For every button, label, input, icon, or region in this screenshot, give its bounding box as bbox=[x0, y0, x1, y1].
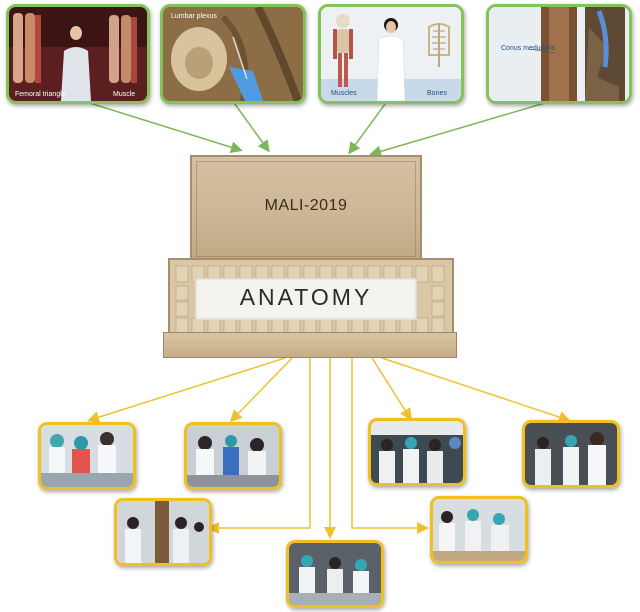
caption-muscles: Muscles bbox=[331, 90, 357, 97]
photo-students-lab-2 bbox=[184, 422, 282, 490]
arrow-thumb3-to-box bbox=[348, 99, 389, 155]
specimen-box-front bbox=[163, 332, 457, 358]
arrow-thumb2-to-box bbox=[231, 99, 270, 153]
anatomy-label-text: ANATOMY bbox=[239, 284, 373, 310]
photo-students-lab-4 bbox=[522, 420, 620, 488]
box-lid-title: MALI-2019 bbox=[264, 197, 348, 214]
arrow-box-to-photo1 bbox=[87, 357, 286, 423]
caption-bones: Bones bbox=[427, 90, 447, 97]
video-thumbnail-conus-medullaris: Conus medullaris bbox=[486, 4, 632, 104]
lab-scene bbox=[117, 501, 209, 563]
caption-lumbar-plexus: Lumbar plexus bbox=[171, 13, 217, 20]
video-thumbnail-lumbar-plexus: Lumbar plexus bbox=[160, 4, 306, 104]
caption-muscle: Muscle bbox=[113, 91, 136, 98]
lab-scene bbox=[41, 425, 133, 487]
dissection-scene bbox=[163, 7, 303, 101]
spinal-cord-scene bbox=[489, 7, 629, 101]
photo-students-lab-5 bbox=[114, 498, 212, 566]
arrow-box-to-photo5 bbox=[381, 357, 571, 423]
lab-scene bbox=[187, 425, 279, 487]
arrow-box-to-photo4 bbox=[371, 357, 412, 421]
video-thumbnail-muscles-bones: Muscles Bones bbox=[318, 4, 464, 104]
arrow-box-to-photo2 bbox=[229, 357, 293, 423]
photo-students-lab-1 bbox=[38, 422, 136, 490]
photo-students-lab-3 bbox=[368, 418, 466, 486]
photo-students-lab-7 bbox=[430, 496, 528, 564]
specimen-box-tray bbox=[168, 258, 454, 338]
video-thumbnail-femoral-triangle: Femoral triangle Muscle bbox=[6, 4, 150, 104]
arrow-thumb4-to-box bbox=[369, 99, 556, 158]
anatomy-lecture-scene bbox=[9, 7, 147, 101]
caption-femoral-triangle: Femoral triangle bbox=[15, 91, 66, 98]
lab-scene bbox=[371, 421, 463, 483]
photo-students-lab-6 bbox=[286, 540, 384, 608]
lab-scene bbox=[525, 423, 617, 485]
arrow-thumb1-to-box bbox=[79, 99, 243, 154]
specimen-box-lid: MALI-2019 bbox=[190, 155, 422, 263]
lab-scene bbox=[433, 499, 525, 561]
skeleton-lecture-scene bbox=[321, 7, 461, 101]
anatomy-label-card: ANATOMY bbox=[195, 278, 417, 320]
lab-scene bbox=[289, 543, 381, 605]
arrow-box-to-photo6 bbox=[207, 358, 311, 534]
arrow-box-to-photo8 bbox=[351, 358, 429, 534]
caption-conus-medullaris: Conus medullaris bbox=[501, 45, 556, 52]
